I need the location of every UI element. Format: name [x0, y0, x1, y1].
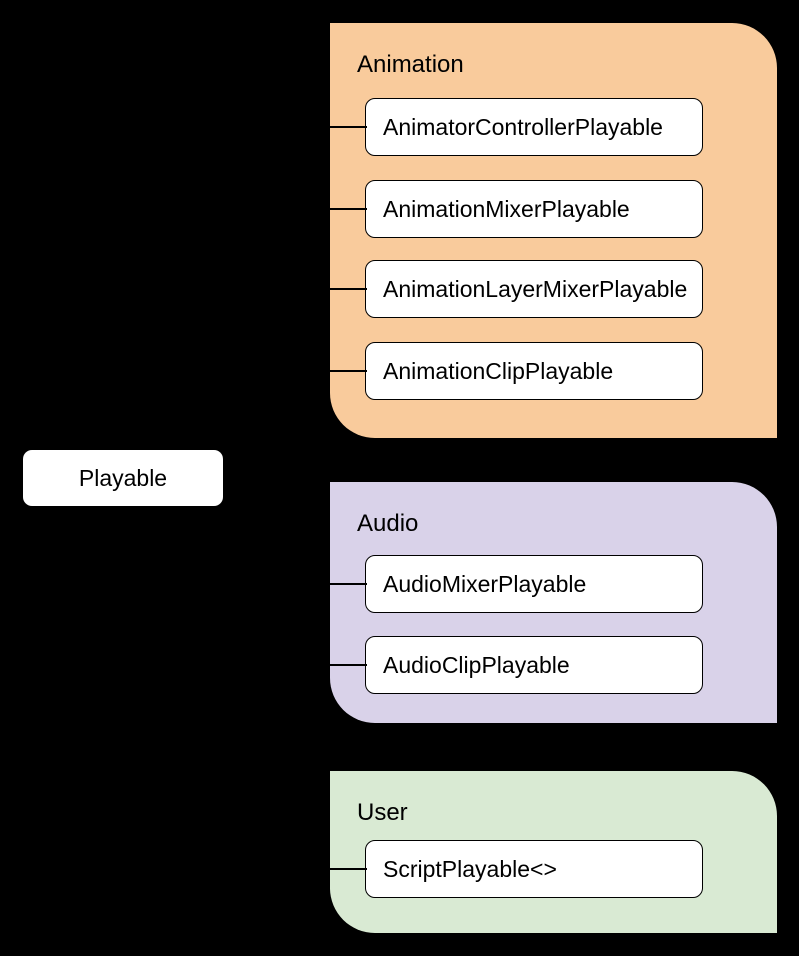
node-label: AudioClipPlayable — [383, 651, 570, 678]
connector-line-animator-controller — [222, 126, 367, 128]
node-audio-clip-playable: AudioClipPlayable — [365, 636, 703, 694]
node-label: AnimationClipPlayable — [383, 357, 614, 384]
connector-line-animation-layer-mixer — [222, 288, 367, 290]
node-animation-mixer-playable: AnimationMixerPlayable — [365, 180, 703, 238]
connector-line-script-playable — [222, 868, 367, 870]
node-script-playable: ScriptPlayable<> — [365, 840, 703, 898]
group-audio-label: Audio — [357, 510, 419, 537]
node-animation-layer-mixer-playable: AnimationLayerMixerPlayable — [365, 260, 703, 318]
connector-line-animation-clip — [222, 370, 367, 372]
connector-line-audio-mixer — [222, 583, 367, 585]
group-audio: Audio AudioMixerPlayable AudioClipPlayab… — [330, 482, 777, 723]
group-animation-label: Animation — [357, 51, 464, 78]
node-label: AnimationLayerMixerPlayable — [383, 275, 688, 302]
node-label: ScriptPlayable<> — [383, 855, 557, 882]
node-audio-mixer-playable: AudioMixerPlayable — [365, 555, 703, 613]
node-label: AnimatorControllerPlayable — [383, 113, 663, 140]
node-playable: Playable — [23, 450, 223, 506]
connector-line-audio-clip — [222, 664, 367, 666]
node-animator-controller-playable: AnimatorControllerPlayable — [365, 98, 703, 156]
node-playable-label: Playable — [78, 464, 168, 491]
node-animation-clip-playable: AnimationClipPlayable — [365, 342, 703, 400]
node-label: AudioMixerPlayable — [383, 570, 587, 597]
node-label: AnimationMixerPlayable — [383, 195, 630, 222]
group-animation: Animation AnimatorControllerPlayable Ani… — [330, 23, 777, 438]
group-user-label: User — [357, 799, 408, 826]
connector-line-animation-mixer — [222, 208, 367, 210]
group-user: User ScriptPlayable<> — [330, 771, 777, 933]
